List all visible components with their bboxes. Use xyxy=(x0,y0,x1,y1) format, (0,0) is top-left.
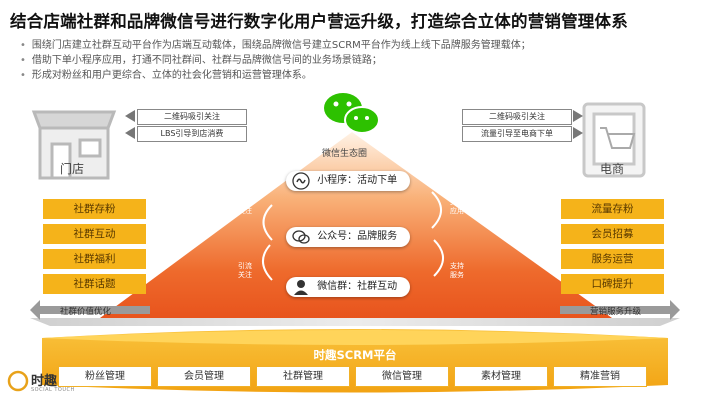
right-flow-label: 营销服务升级 xyxy=(590,307,642,317)
logo-sub: SOCIAL TOUCH xyxy=(31,387,75,393)
page-title: 结合店端社群和品牌微信号进行数字化用户营运升级，打造综合立体的营销管理体系 xyxy=(10,12,628,31)
left-flow-arrow xyxy=(30,300,150,320)
curve-arrow-left-1 xyxy=(262,204,273,241)
wechat-group-pill: 微信群：社群互动 xyxy=(286,277,410,297)
scrm-platform-top xyxy=(42,330,668,345)
logo-brand: 时趣 xyxy=(31,374,58,389)
module-cell: 粉丝管理 xyxy=(58,366,152,387)
module-cell: 精准营销 xyxy=(553,366,647,387)
bullet-item: 围绕门店建立社群互动平台作为店端互动载体，围绕品牌微信号建立SCRM平台作为线上… xyxy=(20,38,531,53)
flow-side-label: 支持服务 xyxy=(450,262,464,279)
module-cell: 会员管理 xyxy=(157,366,251,387)
curve-arrow-left-2 xyxy=(262,244,273,281)
ecommerce-label: 电商 xyxy=(600,162,625,176)
right-flow-arrow xyxy=(560,300,680,320)
left-tag: 社群话题 xyxy=(43,274,146,294)
bullet-item: 借助下单小程序应用，打通不同社群间、社群与品牌微信号间的业务场景链路； xyxy=(20,53,531,68)
left-tag: 社群互动 xyxy=(43,224,146,244)
bullet-list: 围绕门店建立社群互动平台作为店端互动载体，围绕品牌微信号建立SCRM平台作为线上… xyxy=(20,38,531,83)
left-arrow-label-lbs: LBS引导到店消费 xyxy=(137,126,247,142)
left-flow-label: 社群价值优化 xyxy=(60,307,112,317)
left-tag: 社群福利 xyxy=(43,249,146,269)
scrm-platform-title: 时趣SCRM平台 xyxy=(313,348,397,362)
official-account-pill: 公众号：品牌服务 xyxy=(286,227,410,247)
chat-bubble-icon xyxy=(292,230,310,244)
flow-side-label: 引流关注 xyxy=(238,262,252,279)
arrow-left-bottom xyxy=(125,127,135,139)
arrow-left-top xyxy=(125,110,135,122)
right-arrow-label-traffic: 流量引导至电商下单 xyxy=(462,126,572,142)
ecommerce-icon xyxy=(582,102,646,178)
arrow-right-top xyxy=(573,110,583,122)
wechat-icon xyxy=(324,93,380,134)
miniprogram-pill: 小程序：活动下单 xyxy=(286,171,410,191)
link-icon xyxy=(292,172,310,190)
right-tag: 口碑提升 xyxy=(561,274,664,294)
user-icon xyxy=(294,280,308,295)
right-tag: 服务运营 xyxy=(561,249,664,269)
pyramid-shape xyxy=(100,132,612,318)
curve-arrow-right-1 xyxy=(431,191,442,229)
right-tag: 会员招募 xyxy=(561,224,664,244)
flow-side-label: 支持应用 xyxy=(450,198,464,215)
left-tag: 社群存粉 xyxy=(43,199,146,219)
left-arrow-label-qrcode: 二维码吸引关注 xyxy=(137,109,247,125)
module-cell: 素材管理 xyxy=(454,366,548,387)
flow-side-label: 引流关注 xyxy=(238,198,252,215)
curve-arrow-right-2 xyxy=(433,239,444,277)
official-account-label: 公众号：品牌服务 xyxy=(317,231,398,242)
module-cell: 微信管理 xyxy=(355,366,449,387)
right-tag: 流量存粉 xyxy=(561,199,664,219)
module-cell: 社群管理 xyxy=(256,366,350,387)
miniprogram-label: 小程序：活动下单 xyxy=(317,175,398,186)
wechat-group-label: 微信群：社群互动 xyxy=(317,281,398,292)
store-icon xyxy=(31,110,117,180)
wechat-ecosystem-label: 微信生态圈 xyxy=(322,149,368,159)
right-arrow-label-qrcode: 二维码吸引关注 xyxy=(462,109,572,125)
grey-band xyxy=(30,318,680,326)
bullet-item: 形成对粉丝和用户更综合、立体的社会化营销和运营管理体系。 xyxy=(20,68,531,83)
logo-icon xyxy=(7,370,29,392)
store-label: 门店 xyxy=(60,162,85,176)
arrow-right-bottom xyxy=(573,127,583,139)
